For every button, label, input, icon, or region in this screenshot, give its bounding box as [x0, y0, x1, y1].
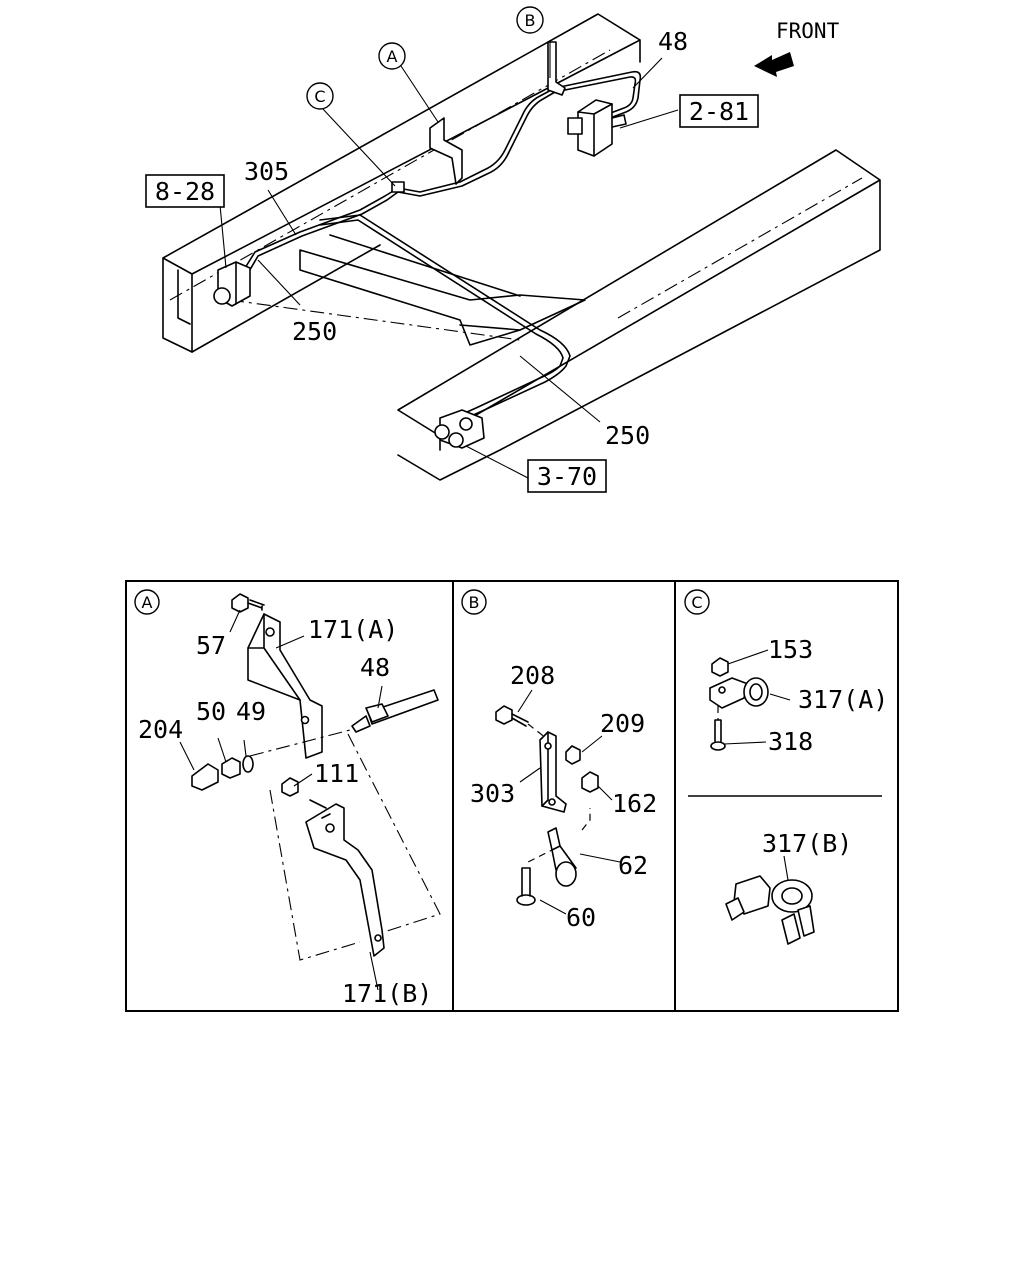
- front-arrow-icon: [754, 52, 794, 77]
- frame-components: [213, 41, 627, 449]
- callout-a: A: [387, 47, 398, 66]
- detail-panel-b: B: [461, 589, 657, 932]
- callout-c-circle: [306, 82, 334, 110]
- part-49-label: 49: [236, 697, 266, 726]
- part-250-right-label: 250: [605, 421, 650, 450]
- nut-153: [711, 657, 729, 677]
- callout-a-circle: [378, 42, 406, 70]
- callout-c: C: [314, 87, 325, 106]
- front-indicator: FRONT: [754, 19, 840, 77]
- nut-50: [221, 757, 241, 779]
- clip-317b: [725, 875, 815, 945]
- part-57-label: 57: [196, 631, 226, 660]
- fitting-8-28: [213, 261, 251, 307]
- ref-3-70: 3-70: [537, 462, 597, 491]
- nut-209: [565, 745, 581, 765]
- front-label: FRONT: [776, 19, 840, 43]
- frame-overview: [162, 13, 881, 481]
- part-48-detail-label: 48: [360, 653, 390, 682]
- part-60-label: 60: [566, 903, 596, 932]
- washer-49: [242, 755, 254, 773]
- detail-panel-a: A: [134, 589, 441, 1008]
- part-208-label: 208: [510, 661, 555, 690]
- nut-162: [581, 771, 599, 793]
- part-204-label: 204: [138, 715, 183, 744]
- part-48-label: 48: [658, 27, 688, 56]
- part-250-left-label: 250: [292, 317, 337, 346]
- part-153-label: 153: [768, 635, 813, 664]
- part-317b-label: 317(B): [762, 829, 852, 858]
- part-171a-label: 171(A): [308, 615, 398, 644]
- bracket-a-overview: [429, 117, 463, 185]
- bolt-57: [231, 593, 265, 613]
- panel-c-badge: C: [691, 593, 702, 612]
- clip-317a: [709, 677, 769, 709]
- bracket-b-overview: [547, 41, 566, 96]
- detail-panels: A: [125, 580, 899, 1012]
- ref-8-28-box: [145, 174, 225, 208]
- part-111-label: 111: [314, 759, 359, 788]
- overview-callouts: B A C 48 305 250 250 2-81 8-28 3-70: [145, 6, 759, 493]
- ref-2-81: 2-81: [689, 97, 749, 126]
- panel-b-badge: B: [469, 593, 480, 612]
- part-171b-label: 171(B): [342, 979, 432, 1008]
- part-50-label: 50: [196, 697, 226, 726]
- part-317a-label: 317(A): [798, 685, 888, 714]
- callout-b-circle: [516, 6, 544, 34]
- bolt-208: [495, 705, 529, 727]
- left-frame-rail: [162, 13, 641, 353]
- pipe-48: [554, 70, 642, 119]
- bolt-60: [516, 867, 536, 906]
- hose-48: [351, 689, 439, 733]
- part-305-label: 305: [244, 157, 289, 186]
- panel-a-badge: A: [142, 593, 153, 612]
- part-162-label: 162: [612, 789, 657, 818]
- fitting-3-70: [434, 409, 485, 449]
- part-318-label: 318: [768, 727, 813, 756]
- detail-panel-c: C: [684, 589, 888, 945]
- part-62-label: 62: [618, 851, 648, 880]
- bracket-171b: [305, 803, 385, 957]
- clip-c-overview: [391, 181, 405, 193]
- bolt-318: [710, 719, 726, 751]
- part-303-label: 303: [470, 779, 515, 808]
- relay-valve: [567, 99, 627, 157]
- ref-8-28: 8-28: [155, 177, 215, 206]
- ref-3-70-box: [527, 459, 607, 493]
- ref-2-81-box: [679, 94, 759, 128]
- nut-111: [281, 777, 299, 797]
- bracket-303: [539, 731, 567, 813]
- clamp-62: [547, 827, 577, 887]
- fitting-204: [191, 763, 219, 791]
- callout-b: B: [525, 11, 536, 30]
- part-209-label: 209: [600, 709, 645, 738]
